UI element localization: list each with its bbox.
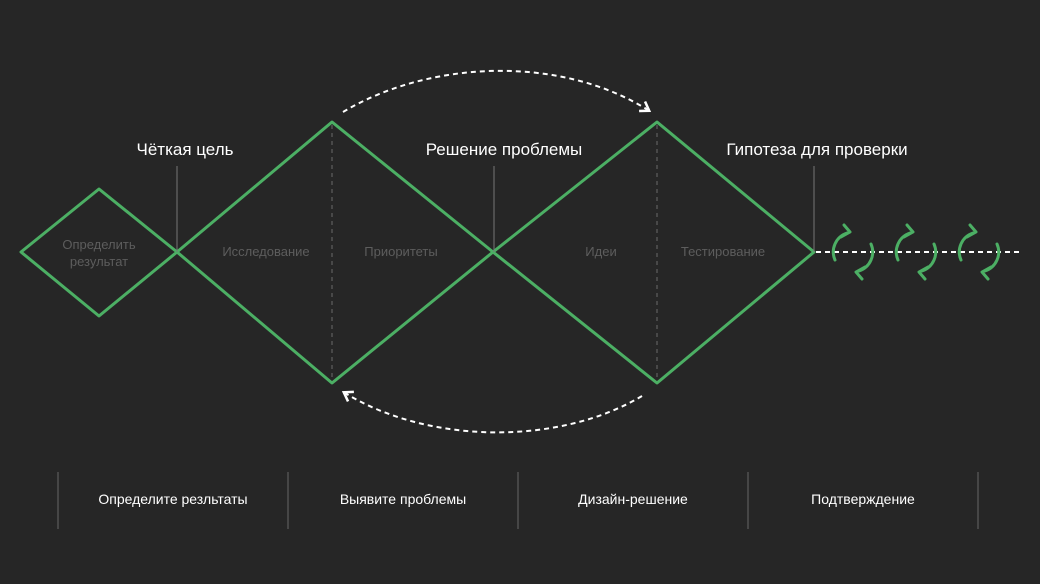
problem-solution-title: Решение проблемы [426, 140, 583, 159]
refresh-cycle-icon [831, 223, 875, 281]
stage-label-design: Дизайн-решение [578, 491, 688, 507]
ideas-label: Идеи [585, 244, 616, 259]
clear-goal-title: Чёткая цель [137, 140, 234, 159]
loop-back-arrow [341, 390, 643, 434]
hypothesis-title: Гипотеза для проверки [726, 140, 907, 159]
first-diamond [175, 120, 495, 385]
define-result-label-line1: Определить [62, 237, 136, 252]
second-diamond [491, 120, 816, 385]
refresh-cycle-icon [894, 223, 938, 281]
stage-label-define: Определите резльтаты [98, 491, 247, 507]
define-result-label-line2: результат [70, 254, 128, 269]
stage-label-confirm: Подтверждение [811, 491, 915, 507]
loop-forward-arrow [342, 69, 652, 113]
stage-label-identify: Выявите проблемы [340, 491, 466, 507]
research-label: Исследование [222, 244, 309, 259]
priorities-label: Приоритеты [364, 244, 437, 259]
refresh-cycle-icon [957, 223, 1001, 281]
testing-label: Тестирование [681, 244, 765, 259]
small-diamond [19, 187, 179, 318]
